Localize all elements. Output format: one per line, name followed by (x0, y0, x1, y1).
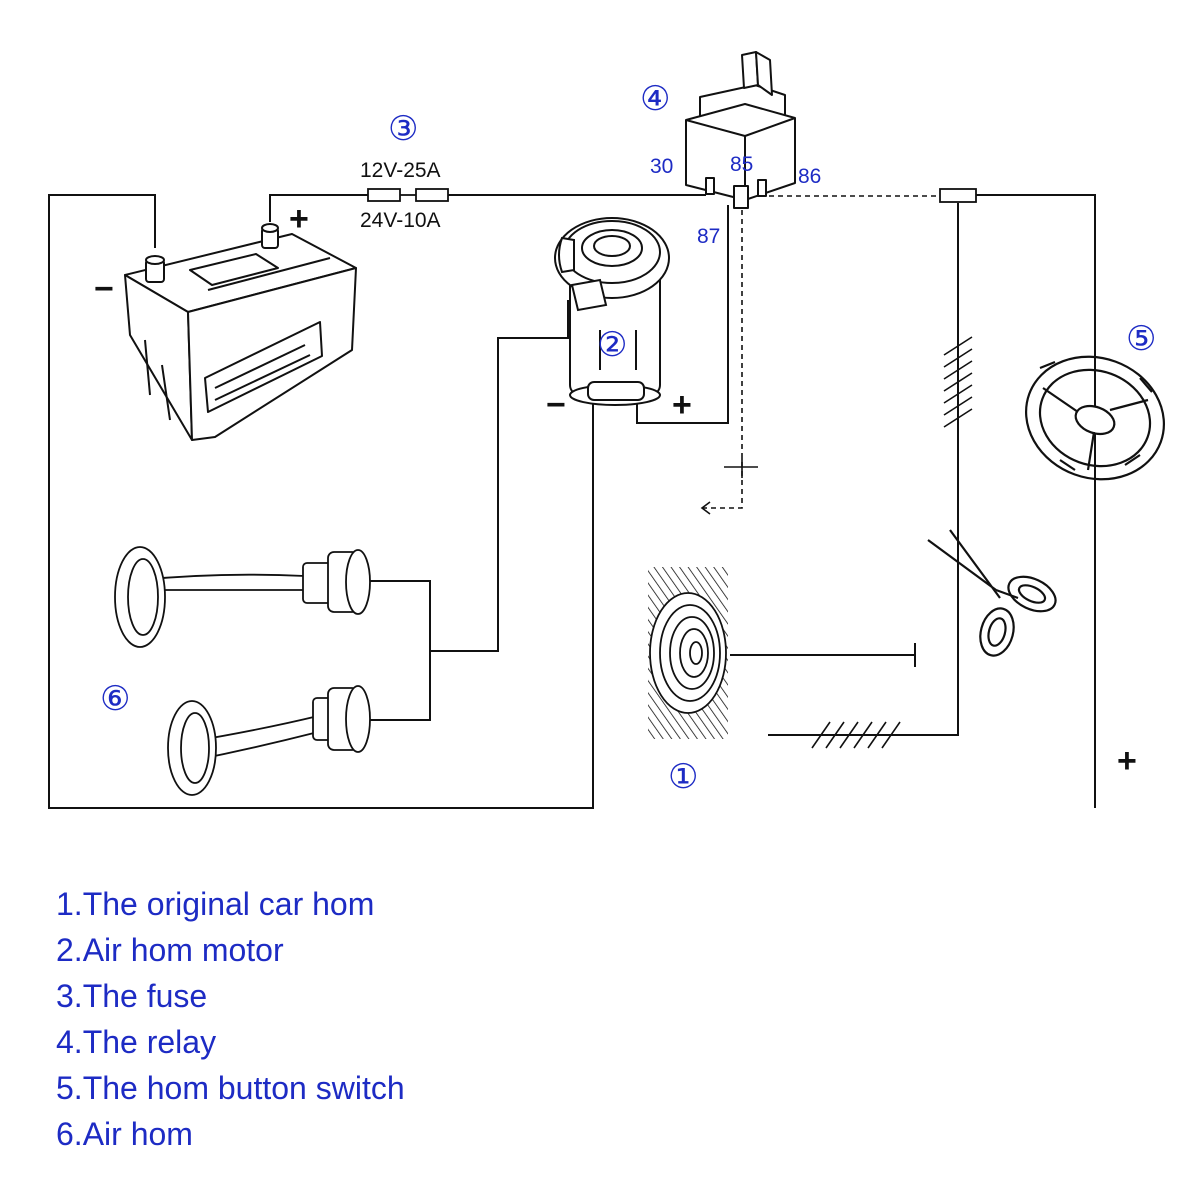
dashed-arrow-head (700, 501, 711, 515)
feed-plus-sign: + (1117, 742, 1137, 780)
switch-feed-wire (976, 194, 1096, 808)
disc-horn-icon (648, 567, 728, 739)
fuse-rating-12v: 12V-25A (360, 159, 441, 182)
battery-minus-sign: − (94, 270, 114, 308)
legend-item-fuse: 3.The fuse (56, 978, 208, 1014)
legend-item-original-horn: 1.The original car hom (56, 886, 375, 922)
legend-item-relay: 4.The relay (56, 1024, 217, 1060)
legend-item-horn-button-switch: 5.The hom button switch (56, 1070, 405, 1106)
horn-signal-wire (768, 203, 959, 736)
trumpet-horn-icon (167, 685, 371, 796)
relay-pin-85: 85 (730, 153, 754, 176)
trumpet-horn-icon (114, 546, 371, 648)
diagram-drawing (48, 51, 1166, 809)
legend: 1.The original car hom 2.Air hom motor 3… (56, 884, 405, 1160)
battery-plus-sign: + (289, 200, 309, 238)
inline-fuse-icon (939, 188, 977, 203)
air-compressor-icon (554, 217, 670, 406)
relay-pin-30: 30 (650, 155, 674, 178)
horn-junction-wire (370, 580, 431, 721)
motor-marker: ② (597, 326, 628, 364)
motor-minus-sign: − (546, 386, 566, 424)
relay-marker: ④ (640, 80, 671, 118)
battery-icon (124, 223, 357, 441)
relay-pin-87: 87 (697, 225, 721, 248)
fuse-marker: ③ (388, 110, 419, 148)
relay-85-signal-dashed (702, 195, 940, 509)
steering-wheel-icon (1024, 355, 1166, 481)
switch-marker: ⑤ (1126, 320, 1157, 358)
wire-break-marks (811, 336, 973, 749)
battery-positive-wire (269, 194, 368, 222)
ground-loop-wire (48, 194, 594, 809)
relay-pin-86: 86 (798, 165, 822, 188)
motor-ground-to-horn-wire (430, 300, 569, 652)
ground-cross-mark (724, 458, 758, 478)
air-horn-marker: ⑥ (100, 680, 131, 718)
legend-item-air-horn-motor: 2.Air hom motor (56, 932, 284, 968)
wires (48, 194, 1096, 809)
motor-plus-sign: + (672, 386, 692, 424)
legend-item-air-horn: 6.Air hom (56, 1116, 193, 1152)
relay-icon (685, 51, 796, 209)
relay-87-to-motor-wire (636, 205, 729, 424)
original-horn-marker: ① (668, 758, 699, 796)
fuse-rating-24v: 24V-10A (360, 209, 441, 232)
scissors-icon (927, 529, 1057, 657)
fuse-icon (367, 188, 449, 202)
